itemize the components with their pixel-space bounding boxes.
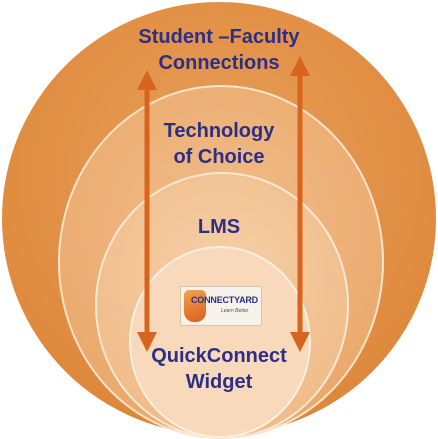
logo-title: CONNECTYARD [191,295,258,305]
label-lms: LMS [197,216,241,238]
label-student-faculty-connections: Student –Faculty Connections [138,26,300,74]
connectyard-logo: CONNECTYARD Learn Better [180,286,262,326]
logo-subtitle: Learn Better [221,308,249,314]
hand-icon [184,290,206,322]
label-quickconnect-widget: QuickConnect Widget [151,345,287,393]
ring-quickconnect-widget [129,246,311,438]
label-technology-of-choice: Technology of Choice [163,120,275,168]
